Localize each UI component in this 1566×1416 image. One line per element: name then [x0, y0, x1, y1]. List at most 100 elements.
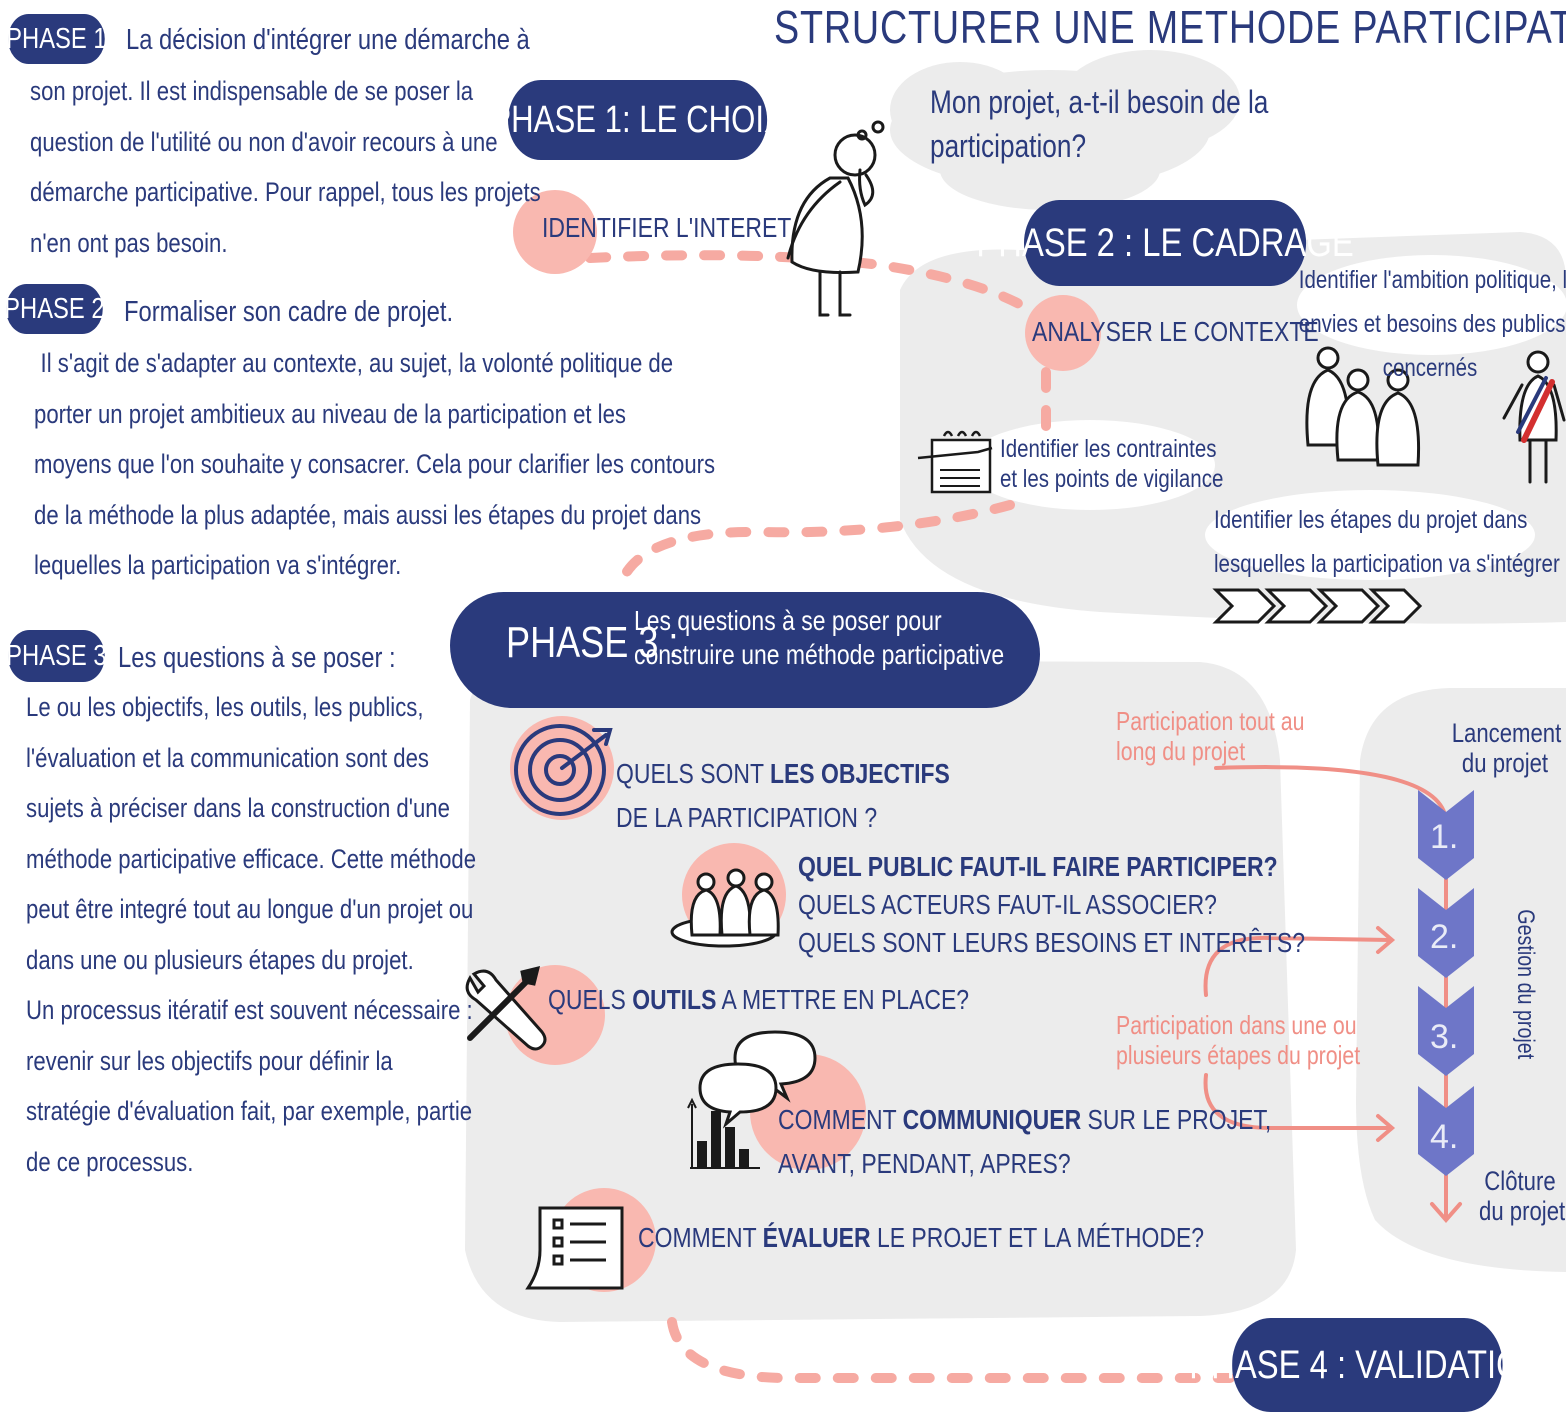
text-line: Un processus itératif est souvent nécess…: [26, 995, 473, 1025]
q3-part-c: A METTRE EN PLACE?: [716, 984, 970, 1015]
phase3-badge-label: PHASE 3: [6, 639, 107, 672]
text-line: porter un projet ambitieux au niveau de …: [34, 398, 626, 429]
timeline-step-1: 1.: [1430, 818, 1459, 856]
q5-part-a: COMMENT: [638, 1222, 763, 1253]
phase3-questions-pill: [450, 592, 1040, 708]
text-line: lequelles la participation va s'intégrer…: [34, 550, 402, 580]
constraints-text: Identifier les contraintes et les points…: [1000, 434, 1223, 494]
thought-cloud: [890, 50, 1240, 210]
text-line: de la méthode la plus adaptée, mais auss…: [34, 499, 702, 530]
timeline-end-label: Clôture du projet: [1470, 1166, 1566, 1226]
calendar-icon: [917, 430, 993, 494]
text-line: revenir sur les objectifs pour définir l…: [26, 1045, 393, 1076]
phase4-validation-label: PHASE 4 : VALIDATION: [1189, 1342, 1546, 1387]
step-identifier-interet: IDENTIFIER L'INTERET: [542, 212, 792, 243]
question-evaluer: COMMENT ÉVALUER LE PROJET ET LA MÉTHODE?: [638, 1222, 1204, 1254]
text-line: moyens que l'on souhaite y consacrer. Ce…: [34, 449, 716, 479]
bar-chart-icon: [687, 1097, 760, 1169]
steps-bubble: [1205, 490, 1535, 580]
question-outils: QUELS OUTILS A METTRE EN PLACE?: [548, 984, 969, 1016]
text-line: de ce processus.: [26, 1146, 194, 1177]
q2-line2: QUELS ACTEURS FAUT-IL ASSOCIER?: [798, 889, 1217, 920]
phase1-badge-label: PHASE 1: [6, 22, 107, 55]
ambition-line: envies et besoins des publics: [1298, 310, 1566, 338]
text-line: démarche participative. Pour rappel, tou…: [30, 177, 541, 207]
timeline-start-label: Lancement du projet: [1440, 718, 1566, 778]
timeline-end-line: Clôture: [1484, 1166, 1556, 1196]
question-communiquer: COMMENT COMMUNIQUER SUR LE PROJET, AVANT…: [778, 1098, 1271, 1186]
question-public: QUEL PUBLIC FAUT-IL FAIRE PARTICIPER? QU…: [798, 848, 1305, 962]
tools-icon: [465, 965, 547, 1051]
participation-note-whole: Participation tout au long du projet: [1116, 706, 1304, 766]
thinking-person-icon: [786, 120, 885, 317]
ambition-bubble: [1297, 255, 1566, 355]
text-line: n'en ont pas besoin.: [30, 227, 228, 258]
q2-line1: QUEL PUBLIC FAUT-IL FAIRE PARTICIPER?: [798, 851, 1278, 882]
people-group-icon: [1305, 346, 1421, 467]
timeline-step-2: 2.: [1430, 918, 1459, 956]
timeline-start-line: du projet: [1461, 748, 1549, 778]
phase1-lead: La décision d'intégrer une démarche à: [126, 24, 530, 56]
q5-part-c: LE PROJET ET LA MÉTHODE?: [870, 1222, 1205, 1253]
text-line: Il s'agit de s'adapter au contexte, au s…: [40, 348, 674, 378]
q4-part-c: SUR LE PROJET,: [1081, 1104, 1272, 1135]
timeline-step-4: 4.: [1430, 1118, 1459, 1156]
phase2-cadrage-label: PHASE 2 : LE CADRAGE: [976, 220, 1354, 265]
checklist-icon: [525, 1206, 624, 1290]
note2-line: Participation dans une ou: [1116, 1010, 1357, 1040]
timeline-step-3: 3.: [1430, 1018, 1459, 1056]
text-line: l'évaluation et la communication sont de…: [26, 742, 429, 773]
phase3-pill-main: PHASE 3 :: [506, 618, 679, 667]
phase3-body: Le ou les objectifs, les outils, les pub…: [26, 682, 476, 1187]
q4-line2: AVANT, PENDANT, APRES?: [778, 1148, 1071, 1179]
note1-line: long du projet: [1116, 736, 1246, 766]
thought-text: Mon projet, a-t-il besoin de la particip…: [930, 80, 1268, 168]
q1-part-b: LES OBJECTIFS: [769, 758, 950, 789]
ambition-text: Identifier l'ambition politique, les env…: [1298, 258, 1566, 390]
phase1-choice-pill: PHASE 1: LE CHOIX: [490, 80, 785, 160]
phase3-pill-sub-line: construire une méthode participative: [634, 639, 1005, 670]
text-line: sujets à préciser dans la construction d…: [26, 793, 450, 823]
project-steps-line: lesquelles la participation va s'intégre…: [1214, 550, 1560, 578]
text-line: son projet. Il est indispensable de se p…: [30, 76, 474, 106]
phase3-pill-sub-line: Les questions à se poser pour: [634, 605, 942, 636]
phase2-lead: Formaliser son cadre de projet.: [124, 296, 454, 328]
q4-part-b: COMMUNIQUER: [902, 1104, 1082, 1135]
phase2-badge: PHASE 2: [4, 284, 105, 334]
question-objectifs: QUELS SONT LES OBJECTIFS DE LA PARTICIPA…: [616, 752, 950, 840]
elected-official-icon: [1502, 350, 1566, 484]
project-steps-line: Identifier les étapes du projet dans: [1214, 506, 1528, 534]
phase2-cadrage-pill: PHASE 2 : LE CADRAGE: [976, 200, 1354, 286]
phase4-validation-pill: PHASE 4 : VALIDATION: [1189, 1318, 1545, 1412]
note1-line: Participation tout au: [1116, 706, 1305, 736]
q5-part-b: ÉVALUER: [762, 1222, 871, 1253]
text-line: question de l'utilité ou non d'avoir rec…: [30, 126, 498, 157]
note2-line: plusieurs étapes du projet: [1116, 1040, 1361, 1070]
q1-part-a: QUELS SONT: [616, 758, 770, 789]
phase1-badge: PHASE 1: [6, 14, 107, 64]
phase3-lead: Les questions à se poser :: [118, 642, 396, 674]
text-line: méthode participative efficace. Cette mé…: [26, 843, 477, 874]
constraints-bubble: [965, 420, 1215, 510]
q3-part-a: QUELS: [548, 984, 633, 1015]
timeline-start-line: Lancement: [1451, 718, 1562, 748]
step-analyser-contexte: ANALYSER LE CONTEXTE: [1032, 316, 1319, 347]
project-steps-text: Identifier les étapes du projet dans les…: [1214, 498, 1560, 586]
participants-icon: [670, 868, 780, 948]
thought-line: Mon projet, a-t-il besoin de la: [930, 84, 1269, 120]
target-icon: [514, 724, 613, 816]
phase1-body: son projet. Il est indispensable de se p…: [30, 66, 541, 268]
text-line: peut être integré tout au longue d'un pr…: [26, 894, 474, 924]
chevron-steps-icon: [1212, 588, 1423, 624]
participation-note-steps: Participation dans une ou plusieurs étap…: [1116, 1010, 1360, 1070]
text-line: stratégie d'évaluation fait, par exemple…: [26, 1096, 473, 1126]
phase1-text: La décision d'intégrer une démarche à: [126, 15, 618, 66]
phase2-body: Il s'agit de s'adapter au contexte, au s…: [34, 338, 715, 591]
speech-bubbles-icon: [698, 1030, 817, 1129]
timeline-steps: [1418, 790, 1474, 1176]
questions-blob: [465, 660, 1296, 1322]
phase1-choice-label: PHASE 1: LE CHOIX: [490, 98, 785, 141]
text-line: dans une ou plusieurs étapes du projet.: [26, 944, 414, 975]
q3-part-b: OUTILS: [632, 984, 717, 1015]
